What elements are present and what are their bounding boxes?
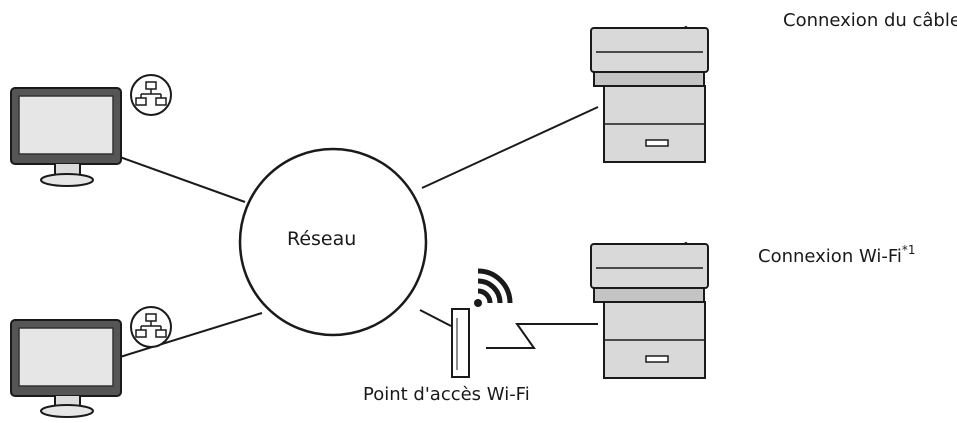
network-topology-icon <box>130 74 172 116</box>
link-computer-top <box>119 156 246 203</box>
computer-bottom <box>10 306 172 418</box>
network-topology-icon <box>130 306 172 348</box>
computer-monitor-icon <box>10 319 122 418</box>
multifunction-printer-icon <box>590 241 709 379</box>
wifi-access-point-icon <box>451 308 470 378</box>
link-access-point <box>419 309 452 327</box>
printer-wired <box>590 25 709 163</box>
link-printer-wired <box>421 106 599 189</box>
wifi-connection-text: Connexion Wi-Fi <box>758 246 902 267</box>
computer-top <box>10 74 172 187</box>
access-point-label: Point d'accès Wi-Fi <box>363 384 530 405</box>
wired-connection-label: Connexion du câble LAN <box>783 10 957 31</box>
link-computer-bottom <box>119 312 263 358</box>
wifi-footnote-marker: *1 <box>901 243 916 257</box>
multifunction-printer-icon <box>590 25 709 163</box>
connection-lines <box>119 106 599 358</box>
computer-monitor-icon <box>10 87 122 187</box>
wireless-zigzag <box>486 323 598 349</box>
network-circle <box>238 147 428 337</box>
printer-wifi <box>590 241 709 379</box>
wifi-connection-label: Connexion Wi-Fi*1 <box>758 243 916 267</box>
network-label: Réseau <box>287 228 357 250</box>
wifi-signal-icon <box>474 268 513 307</box>
